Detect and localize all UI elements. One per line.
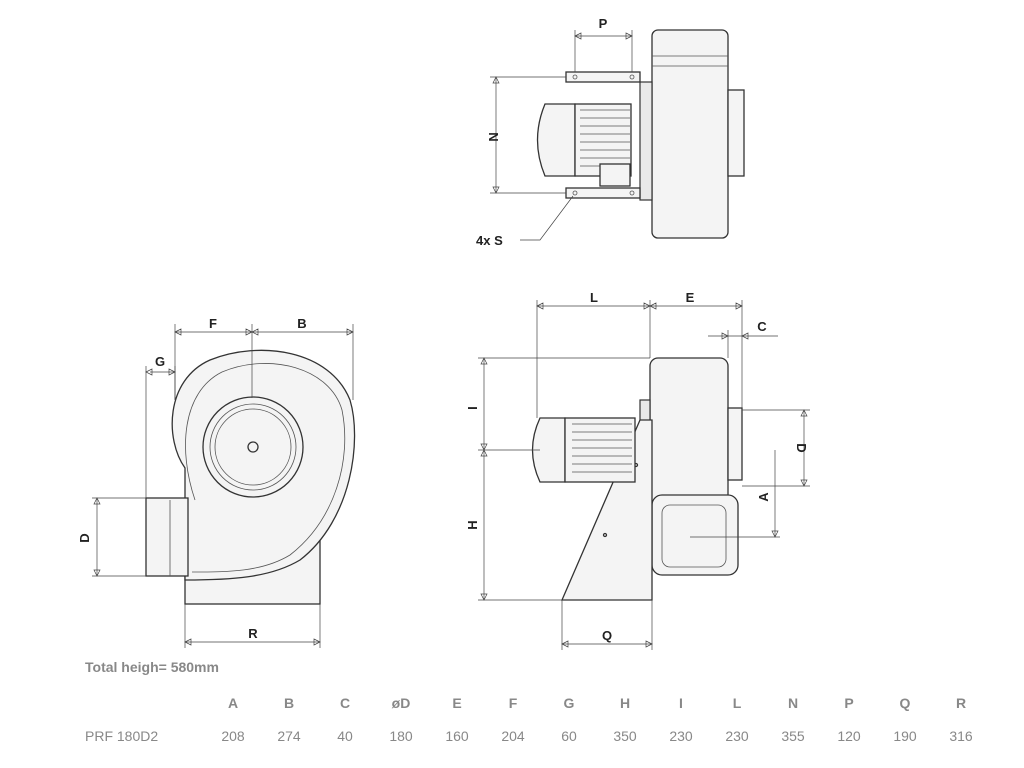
table-row: PRF 180D2 208 274 40 180 160 204 60 350 …: [78, 716, 989, 756]
table-header-cell: F: [508, 695, 518, 711]
top-view-flange: [639, 81, 653, 201]
label-B: B: [297, 316, 306, 331]
front-view-inlet-outer: [202, 396, 304, 498]
table-header-cell: I: [679, 695, 683, 711]
top-view-inlet: [727, 89, 745, 177]
top-view: [490, 29, 745, 241]
side-view-motor: [564, 417, 636, 483]
table-cell: 316: [949, 728, 973, 744]
technical-drawing: P N 4x S F B G D R: [77, 16, 810, 650]
label-E: E: [686, 290, 695, 305]
label-H: H: [465, 520, 480, 529]
top-view-housing: [651, 29, 729, 239]
table-header-cell: R: [955, 695, 967, 711]
table-cell: 230: [725, 728, 749, 744]
label-L: L: [590, 290, 598, 305]
table-cell: 160: [445, 728, 469, 744]
dimensions-table: A B C øD E F G H I L N P Q R PRF 180D2 2…: [78, 690, 989, 756]
table-header-cell: G: [563, 695, 575, 711]
side-view: [478, 300, 810, 650]
label-F: F: [209, 316, 217, 331]
front-view: [92, 324, 356, 648]
side-view-motor-cap: [531, 417, 566, 483]
label-N: N: [486, 132, 501, 141]
total-height-note: Total heigh= 580mm: [85, 659, 219, 675]
table-header-cell: C: [339, 695, 351, 711]
table-header-row: A B C øD E F G H I L N P Q R: [78, 690, 989, 716]
table-cell: 120: [837, 728, 861, 744]
table-cell: 204: [501, 728, 525, 744]
label-Q: Q: [602, 628, 612, 643]
table-cell: 60: [561, 728, 577, 744]
table-header-cell: A: [227, 695, 239, 711]
label-D-side: D: [794, 443, 809, 452]
table-header-cell: Q: [899, 695, 911, 711]
model-name-cell: PRF 180D2: [85, 728, 159, 744]
table-cell: 350: [613, 728, 637, 744]
table-cell: 180: [389, 728, 413, 744]
table-cell: 40: [337, 728, 353, 744]
table-header-cell: L: [732, 695, 742, 711]
label-D: D: [77, 533, 92, 542]
front-view-outlet: [145, 497, 189, 577]
top-view-motor-cap: [536, 103, 576, 177]
table-header-model: [78, 690, 205, 716]
label-I: I: [465, 406, 480, 410]
table-cell: 355: [781, 728, 805, 744]
label-G: G: [155, 354, 165, 369]
label-P: P: [599, 16, 608, 31]
table-cell: 208: [221, 728, 245, 744]
table-header-cell: E: [452, 695, 462, 711]
side-view-inlet: [727, 407, 743, 481]
table-header-cell: B: [283, 695, 295, 711]
label-R: R: [248, 626, 258, 641]
table-header-cell: H: [619, 695, 631, 711]
table-cell: 274: [277, 728, 301, 744]
label-4xS: 4x S: [476, 233, 503, 248]
table-cell: 190: [893, 728, 917, 744]
table-header-cell: P: [844, 695, 854, 711]
front-view-shaft: [247, 441, 259, 453]
top-view-terminal-box: [599, 163, 631, 187]
table-header-cell: N: [787, 695, 799, 711]
label-C: C: [757, 319, 767, 334]
table-header-cell: øD: [391, 695, 411, 711]
table-cell: 230: [669, 728, 693, 744]
label-A: A: [756, 492, 771, 502]
